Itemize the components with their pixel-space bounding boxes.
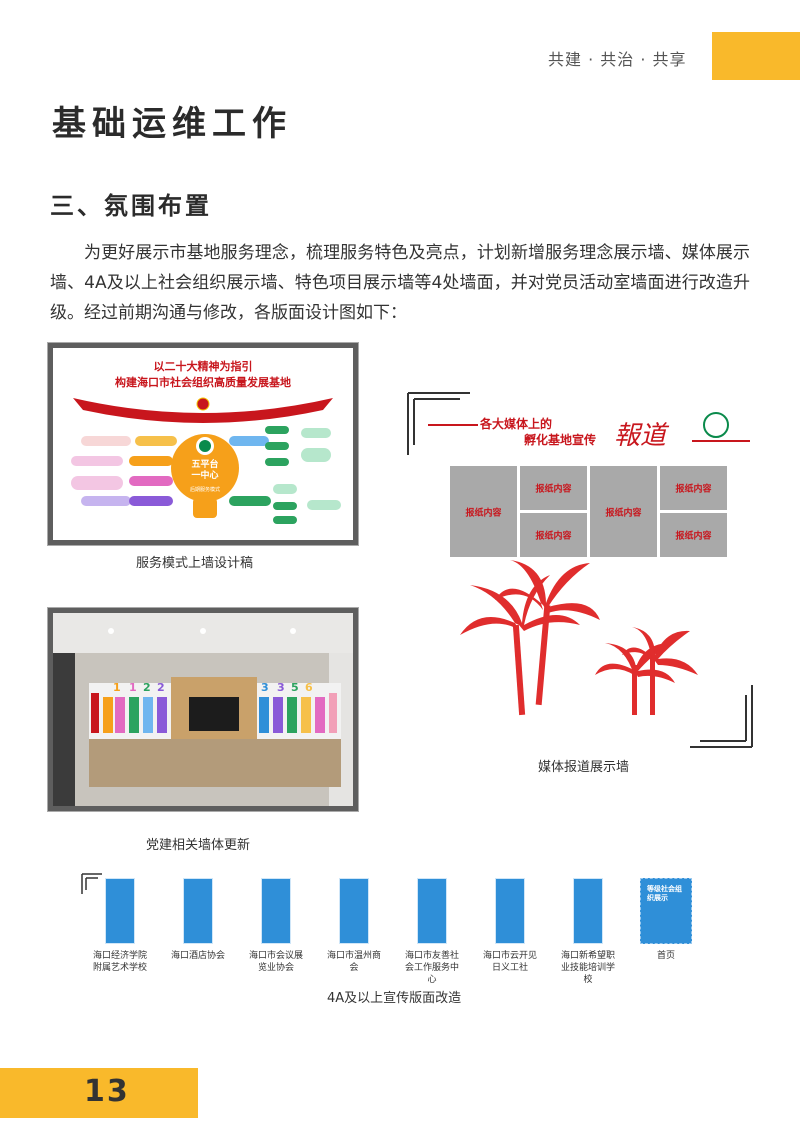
wall-number: 3 — [277, 681, 285, 694]
figure2-caption: 党建相关墙体更新 — [146, 838, 251, 853]
figure1-title-line1: 以二十大精神为指引 — [153, 360, 253, 373]
promo-panel-thumbnails: 海口经济学院附属艺术学校 海口酒店协会 海口市会议展览业协会 海口市温州商会 海… — [80, 873, 720, 985]
footer-accent-bar — [0, 1068, 198, 1118]
sub-title: 三、氛围布置 — [50, 192, 212, 220]
wall-number: 5 — [291, 681, 299, 694]
party-emblem-icon — [196, 397, 210, 411]
figure1-title-line2: 构建海口市社会组织高质量发展基地 — [115, 376, 291, 389]
media-title-line1: 各大媒体上的 — [480, 417, 553, 431]
wall-number: 1 — [129, 681, 137, 694]
media-title-script: 報道 — [614, 421, 667, 451]
party-wall-photo: 1 1 2 2 3 3 5 6 — [48, 608, 358, 811]
header-tagline: 共建 · 共治 · 共享 — [548, 50, 687, 69]
header-accent-bar — [712, 32, 800, 80]
service-model-figure: 以二十大精神为指引 构建海口市社会组织高质量发展基地 五平台 一中心 后期服务模… — [48, 343, 358, 545]
wall-number: 2 — [157, 681, 165, 694]
thumbnail-item: 海口新希望职业技能培训学校 — [558, 878, 618, 986]
wall-number: 6 — [305, 681, 313, 694]
newspaper-cell: 报纸内容 — [659, 465, 728, 511]
figure1-caption: 服务模式上墙设计稿 — [136, 556, 254, 571]
media-title-line2: 孵化基地宣传 — [524, 433, 597, 447]
cover-text: 等级社会组织展示 — [647, 885, 682, 902]
corner-ornament-icon — [407, 392, 470, 455]
body-paragraph: 为更好展示市基地服务理念，梳理服务特色及亮点，计划新增服务理念展示墙、媒体展示墙… — [50, 243, 750, 323]
palm-logo-icon — [703, 412, 729, 438]
wall-number: 2 — [143, 681, 151, 694]
thumbnail-item: 海口市温州商会 — [324, 878, 384, 974]
thumbnail-item: 海口经济学院附属艺术学校 — [90, 878, 150, 974]
party-wall-numbers: 1 1 2 2 3 3 5 6 — [53, 681, 353, 697]
figure1-center-sub: 后期服务模式 — [189, 487, 220, 493]
corner-ornament-icon — [81, 873, 102, 894]
page-number: 13 — [84, 1074, 130, 1109]
wall-number: 1 — [113, 681, 121, 694]
thumbnail-item: 海口市会议展览业协会 — [246, 878, 306, 974]
figure1-center-label: 五平台 一中心 — [191, 460, 219, 481]
thumbnails-caption: 4A及以上宣传版面改造 — [327, 991, 462, 1006]
newspaper-cell: 报纸内容 — [589, 465, 658, 558]
newspaper-cell: 报纸内容 — [519, 512, 588, 558]
party-wall-graphic — [53, 613, 353, 806]
media-report-wall: 各大媒体上的 孵化基地宣传 報道 报纸内容 报纸内容 报纸内容 报纸内容 报纸内… — [400, 385, 760, 755]
right-nodes — [229, 426, 341, 524]
section-title: 基础运维工作 — [52, 104, 292, 144]
bulb-shape — [171, 434, 239, 502]
thumbnail-item: 海口市云开见日义工社 — [480, 878, 540, 974]
media-wall-caption: 媒体报道展示墙 — [538, 760, 630, 775]
corner-ornament-icon — [690, 685, 753, 748]
wall-number: 3 — [261, 681, 269, 694]
media-wall-decor — [407, 392, 753, 748]
palm-trees-icon — [460, 560, 698, 716]
thumbnail-item: 海口酒店协会 — [168, 878, 228, 962]
thumbnail-item: 海口市友善社会工作服务中心 — [402, 878, 462, 986]
newspaper-cell: 报纸内容 — [659, 512, 728, 558]
newspaper-cell: 报纸内容 — [519, 465, 588, 511]
tv-screen — [189, 697, 239, 731]
ribbon-shape — [73, 398, 333, 423]
newspaper-cell: 报纸内容 — [449, 465, 518, 558]
service-model-graphic — [71, 397, 341, 524]
left-nodes — [71, 436, 177, 506]
thumbnail-item: 等级社会组织展示 首页 — [636, 878, 696, 962]
